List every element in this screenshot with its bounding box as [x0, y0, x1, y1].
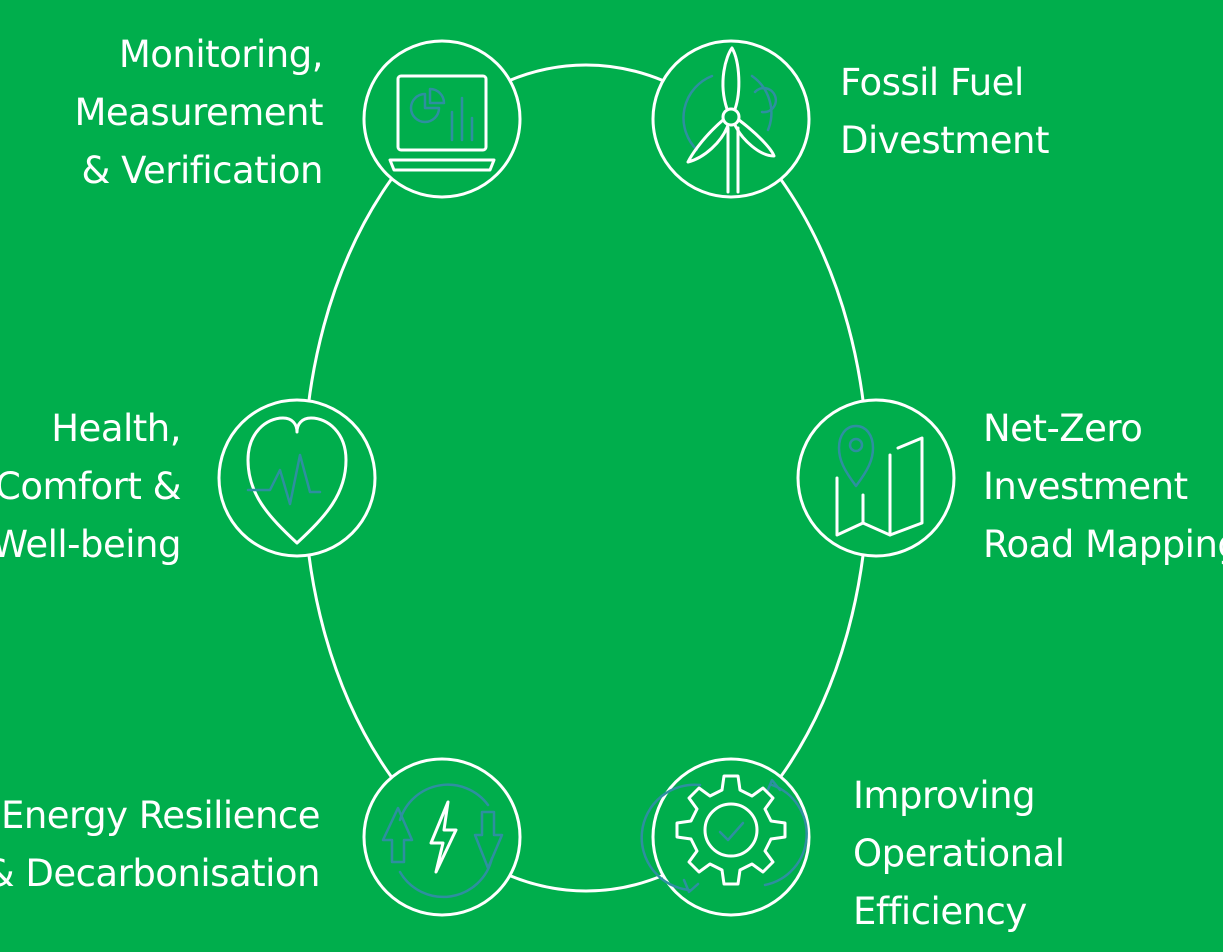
label-line: Operational — [853, 832, 1065, 875]
label-line: Efficiency — [853, 890, 1027, 933]
node-health — [217, 398, 377, 558]
label-fossil-fuel: Fossil Fuel Divestment — [840, 54, 1049, 170]
energy-cycle-icon — [381, 783, 504, 899]
label-monitoring: Monitoring, Measurement & Verification — [74, 26, 323, 200]
label-line: Investment — [983, 465, 1188, 508]
label-line: Energy Resilience — [0, 794, 321, 837]
node-monitoring — [362, 39, 522, 199]
label-net-zero: Net-Zero Investment Road Mapping — [983, 400, 1223, 574]
label-line: Improving — [853, 774, 1036, 817]
label-line: Monitoring, — [118, 33, 324, 76]
label-line: Fossil Fuel — [840, 61, 1024, 104]
node-net-zero — [796, 398, 956, 558]
label-line: Measurement — [74, 91, 323, 134]
map-pin-icon — [835, 424, 924, 537]
label-health: Health, Comfort & Well-being — [0, 400, 181, 574]
node-energy-resilience — [362, 757, 522, 917]
wind-turbine-icon — [682, 46, 777, 194]
gear-check-icon — [640, 774, 808, 894]
label-line: & Decarbonisation — [0, 852, 321, 895]
label-line: Divestment — [840, 119, 1049, 162]
cycle-ring — [302, 63, 870, 893]
label-line: Well-being — [0, 523, 181, 566]
label-improving: Improving Operational Efficiency — [853, 767, 1065, 941]
label-line: Health, — [51, 407, 181, 450]
node-improving — [640, 757, 811, 917]
laptop-dashboard-icon — [388, 74, 496, 172]
label-line: Road Mapping — [983, 523, 1223, 566]
label-energy-resilience: Energy Resilience & Decarbonisation — [0, 787, 321, 903]
label-line: & Verification — [81, 149, 323, 192]
label-line: Comfort & — [0, 465, 181, 508]
heart-pulse-icon — [246, 416, 348, 545]
node-fossil-fuel — [651, 39, 811, 199]
label-line: Net-Zero — [983, 407, 1143, 450]
